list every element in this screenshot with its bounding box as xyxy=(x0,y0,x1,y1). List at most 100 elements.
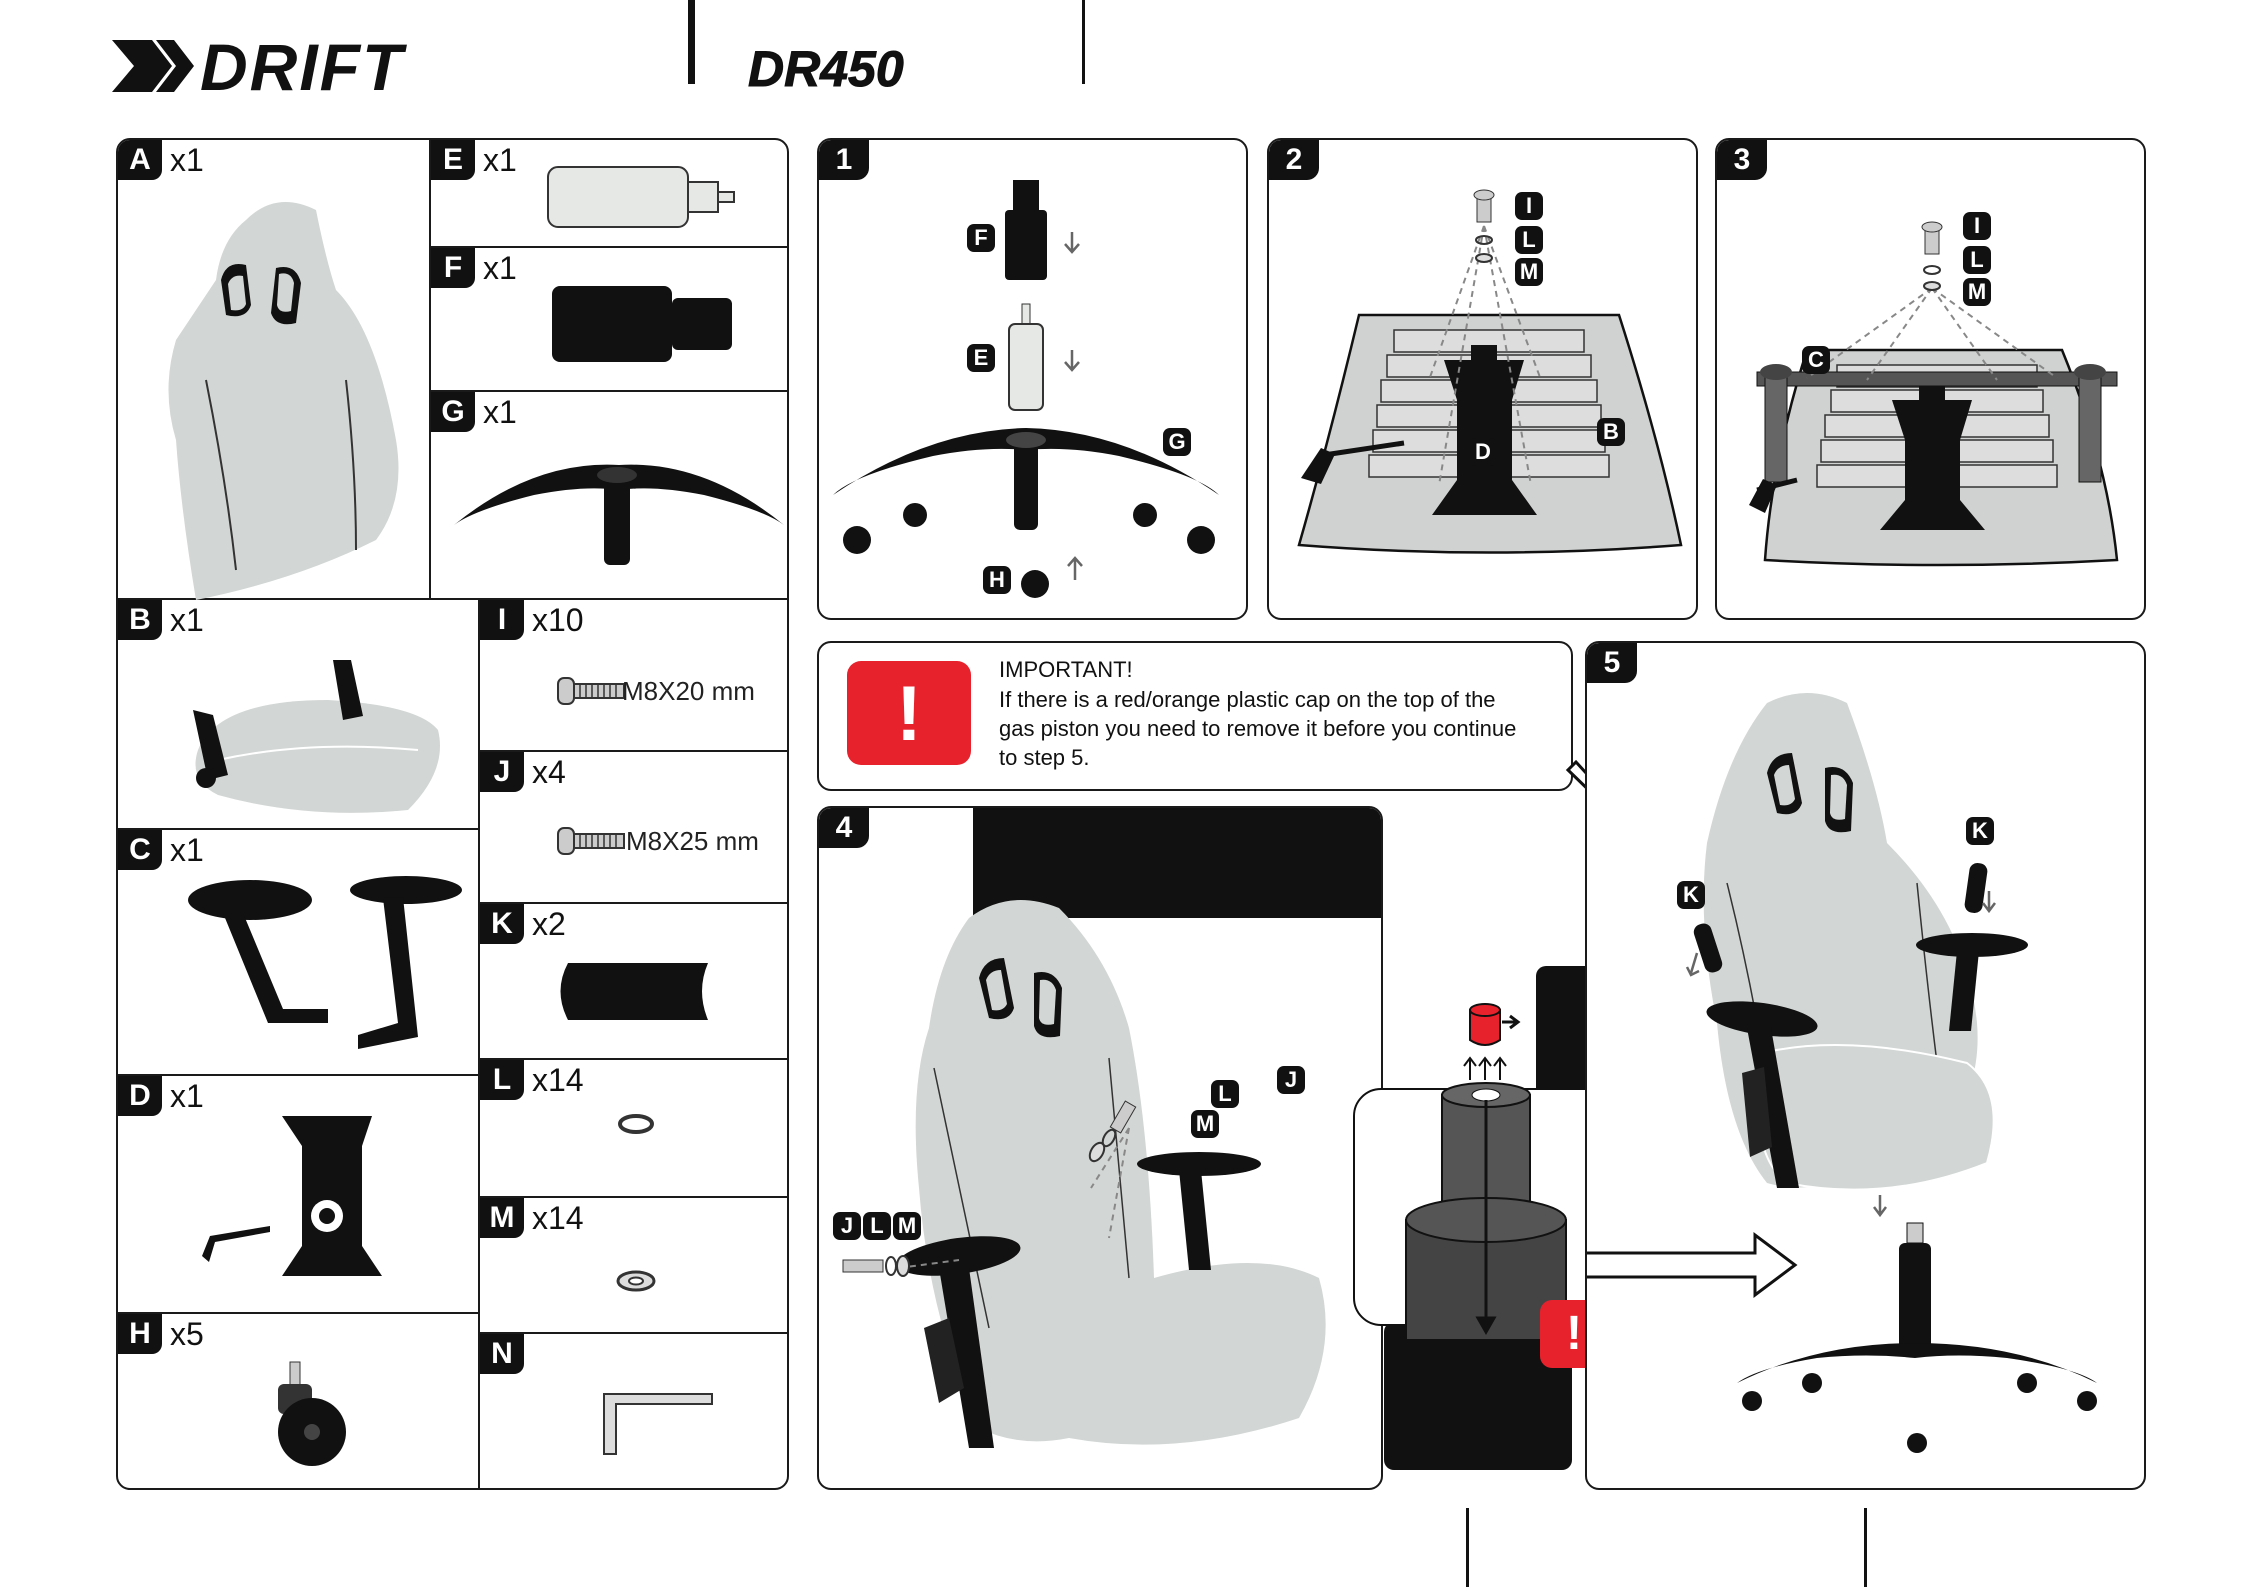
step-2-tag-d: D xyxy=(1469,438,1497,466)
step-3-tag-l: L xyxy=(1963,246,1991,274)
part-f-qty: x1 xyxy=(483,250,517,287)
part-k-label: K x2 xyxy=(480,904,566,944)
part-e-qty: x1 xyxy=(483,142,517,179)
part-a-qty: x1 xyxy=(170,142,204,179)
bolt-i-spec-prefix: M8X xyxy=(622,676,675,706)
part-l-qty: x14 xyxy=(532,1062,584,1099)
caster-wheel-illustration xyxy=(260,1362,350,1472)
chair-base-illustration xyxy=(454,450,784,570)
step-2-tag-l: L xyxy=(1515,226,1543,254)
step-2-panel: 2 I L M D B xyxy=(1267,138,1698,620)
part-m-qty: x14 xyxy=(532,1200,584,1237)
bolt-m8x20-icon xyxy=(558,676,628,706)
part-j-qty: x4 xyxy=(532,754,566,791)
step-1-panel: 1 F E G H xyxy=(817,138,1248,620)
arm-cover-illustration xyxy=(558,958,718,1028)
drift-brand-logo: DRIFT xyxy=(112,34,572,104)
step-2-tag-m: M xyxy=(1515,258,1543,286)
bolt-i-spec-length: 20 xyxy=(675,676,704,706)
important-warning-badge: ! xyxy=(847,661,971,765)
part-l-label: L x14 xyxy=(480,1060,584,1100)
parts-list-panel: A x1 E x1 F x1 G x1 B x1 xyxy=(116,138,789,1490)
step-1-tag-g: G xyxy=(1163,428,1191,456)
trim-line-right xyxy=(1864,1508,1867,1587)
part-a-label: A x1 xyxy=(118,140,204,180)
brand-logo-text: DRIFT xyxy=(200,30,407,104)
step-4-tag-l-lower: L xyxy=(863,1212,891,1240)
part-i-label: I x10 xyxy=(480,600,584,640)
bolt-m8x25-icon xyxy=(558,826,628,856)
bolt-i-spec: M8X20 mm xyxy=(622,676,755,707)
step-1-illustration xyxy=(819,140,1248,620)
part-h-letter: H xyxy=(118,1314,162,1354)
part-a-letter: A xyxy=(118,140,162,180)
step-3-tag-m: M xyxy=(1963,278,1991,306)
header-divider-right xyxy=(1082,0,1085,84)
important-line-3: to step 5. xyxy=(999,743,1516,772)
step-1-tag-f: F xyxy=(967,224,995,252)
part-j-letter: J xyxy=(480,752,524,792)
model-logo-text: DR450 xyxy=(748,41,904,97)
part-m-letter: M xyxy=(480,1198,524,1238)
part-g-letter: G xyxy=(431,392,475,432)
step-4-tag-j-lower: J xyxy=(833,1212,861,1240)
part-d-letter: D xyxy=(118,1076,162,1116)
step-4-tag-j-upper: J xyxy=(1277,1066,1305,1094)
important-note: ! IMPORTANT! If there is a red/orange pl… xyxy=(817,641,1573,791)
header-divider xyxy=(688,0,695,84)
part-f-letter: F xyxy=(431,248,475,288)
part-k-letter: K xyxy=(480,904,524,944)
step-4-tag-l-upper: L xyxy=(1211,1080,1239,1108)
trim-line-left xyxy=(1466,1508,1469,1587)
step-5-illustration xyxy=(1587,643,2146,1490)
part-d-label: D x1 xyxy=(118,1076,204,1116)
bolt-j-spec: M8X25 mm xyxy=(626,826,759,857)
important-line-1: If there is a red/orange plastic cap on … xyxy=(999,685,1516,714)
step-4-tag-m-lower: M xyxy=(893,1212,921,1240)
step-3-illustration xyxy=(1717,140,2146,620)
important-title: IMPORTANT! xyxy=(999,657,1133,683)
step-3-panel: 3 I L M C xyxy=(1715,138,2146,620)
part-l-letter: L xyxy=(480,1060,524,1100)
part-g-label: G x1 xyxy=(431,392,517,432)
step-3-tag-c: C xyxy=(1802,346,1830,374)
backrest-illustration xyxy=(126,180,426,600)
part-i-letter: I xyxy=(480,600,524,640)
dr450-model-logo: DR450 xyxy=(748,40,1048,100)
step-1-tag-e: E xyxy=(967,344,995,372)
step-1-tag-h: H xyxy=(983,566,1011,594)
part-e-label: E x1 xyxy=(431,140,517,180)
step-5-tag-k-right: K xyxy=(1966,817,1994,845)
part-i-qty: x10 xyxy=(532,602,584,639)
part-h-qty: x5 xyxy=(170,1316,204,1353)
part-b-letter: B xyxy=(118,600,162,640)
part-c-letter: C xyxy=(118,830,162,870)
part-g-qty: x1 xyxy=(483,394,517,431)
exclamation-icon: ! xyxy=(1566,1310,1582,1358)
step-4-illustration xyxy=(819,808,1383,1490)
step-2-illustration xyxy=(1269,140,1698,620)
step-2-tag-b: B xyxy=(1597,418,1625,446)
armrests-illustration xyxy=(178,868,468,1068)
step-3-tag-i: I xyxy=(1963,212,1991,240)
step-4-tag-m-upper: M xyxy=(1191,1110,1219,1138)
part-k-qty: x2 xyxy=(532,906,566,943)
spring-washer-icon xyxy=(616,1112,656,1136)
gas-lift-cover-illustration xyxy=(552,286,742,366)
part-f-label: F x1 xyxy=(431,248,517,288)
part-c-qty: x1 xyxy=(170,832,204,869)
part-j-label: J x4 xyxy=(480,752,566,792)
step-2-tag-i: I xyxy=(1515,192,1543,220)
part-d-qty: x1 xyxy=(170,1078,204,1115)
important-body: If there is a red/orange plastic cap on … xyxy=(999,685,1516,772)
seat-illustration xyxy=(158,620,458,820)
allen-key-icon xyxy=(598,1390,718,1460)
exclamation-icon: ! xyxy=(896,674,922,752)
part-h-label: H x5 xyxy=(118,1314,204,1354)
mechanism-plate-illustration xyxy=(192,1116,412,1286)
important-line-2: gas piston you need to remove it before … xyxy=(999,714,1516,743)
part-n-letter: N xyxy=(480,1334,524,1374)
part-n-label: N xyxy=(480,1334,532,1374)
step-5-panel: 5 K K xyxy=(1585,641,2146,1490)
part-e-letter: E xyxy=(431,140,475,180)
